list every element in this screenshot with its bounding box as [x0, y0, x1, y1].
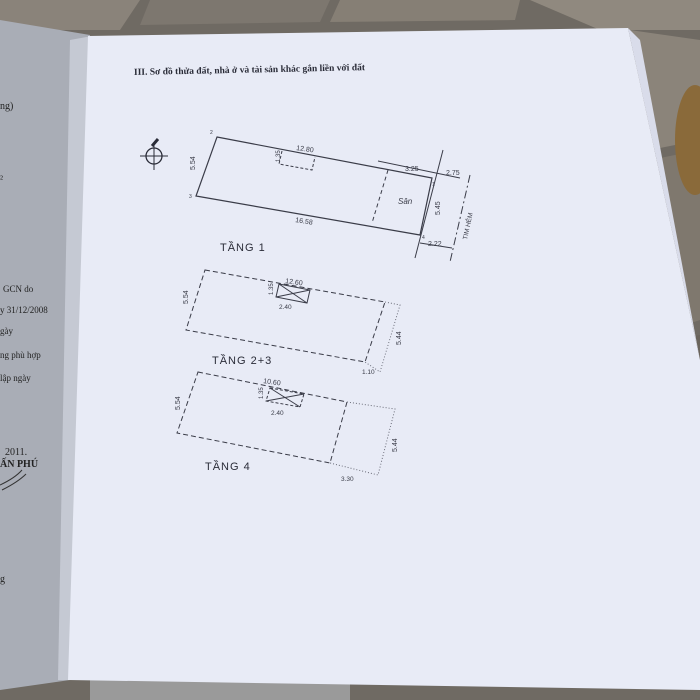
signature-mark: [0, 469, 27, 491]
tang4-label: TẦNG 4: [205, 460, 251, 473]
corner-4: 4: [422, 235, 425, 241]
floor-plan-tang-2-3: 12.60 5.54 5.44 1.35 2.40 1.10 TẦNG 2+3: [183, 269, 403, 376]
tang23-dim-inner-w: 2.40: [279, 304, 292, 311]
tang4-dim-left: 5.54: [175, 396, 182, 410]
floor-plan-tang-4: 10.60 5.54 5.44 1.35 2.40 3.30 TẦNG 4: [175, 371, 399, 483]
tang23-dim-inner-h: 1.35: [269, 283, 275, 295]
tang1-dim-left: 5.54: [190, 156, 197, 170]
tang1-yard-label: Sân: [398, 197, 413, 206]
left-text-authority: ẤN PHÚ: [0, 457, 38, 470]
tang1-dim-alley-bottom: 2.22: [428, 241, 442, 248]
corner-1: 1: [432, 182, 435, 188]
tang1-dim-alley-top: 2.75: [446, 170, 460, 177]
tang1-dim-top: 12.80: [296, 145, 314, 154]
tang1-label: TẦNG 1: [220, 241, 266, 254]
tang4-dim-inner-h: 1.35: [259, 387, 265, 399]
tang23-dim-top: 12.60: [285, 278, 303, 287]
tang1-dim-inner: 1.35: [276, 150, 282, 162]
left-text-7: lập ngày: [0, 373, 31, 383]
corner-3: 3: [189, 194, 192, 200]
left-text-date: 2011.: [5, 447, 27, 458]
tang4-dim-inner-w: 2.40: [271, 410, 284, 417]
left-text-2: ²: [0, 174, 3, 185]
left-text-1: ng): [0, 101, 13, 112]
corner-2: 2: [210, 130, 213, 136]
document-page: III. Sơ đồ thửa đất, nhà ở và tài sản kh…: [68, 28, 700, 690]
tang23-dim-right: 5.44: [396, 331, 403, 345]
tang23-dim-bottom-right: 1.10: [362, 369, 375, 376]
left-text-10: g: [0, 574, 5, 585]
north-arrow-icon: [140, 138, 168, 170]
tang4-dim-bottom-right: 3.30: [341, 476, 354, 483]
tang1-dim-bottom: 16.58: [295, 217, 314, 227]
tang4-dim-top: 10.60: [263, 378, 281, 387]
left-text-3: GCN do: [3, 284, 34, 294]
left-text-6: ng phù hợp: [0, 350, 41, 360]
left-text-5: gày: [0, 326, 13, 336]
tang1-dim-right: 5.45: [435, 201, 442, 215]
tang23-label: TẦNG 2+3: [212, 354, 272, 367]
tang4-dim-right: 5.44: [392, 438, 399, 452]
tang1-dim-front: 3.25: [405, 166, 419, 173]
tang23-dim-left: 5.54: [183, 290, 190, 304]
left-text-4: y 31/12/2008: [0, 305, 48, 315]
section-title: III. Sơ đồ thửa đất, nhà ở và tài sản kh…: [134, 62, 366, 78]
floor-plan-tang-1: 12.80 5.54 16.58 5.45 1.35 3.25 2.75 2.2…: [189, 130, 475, 263]
